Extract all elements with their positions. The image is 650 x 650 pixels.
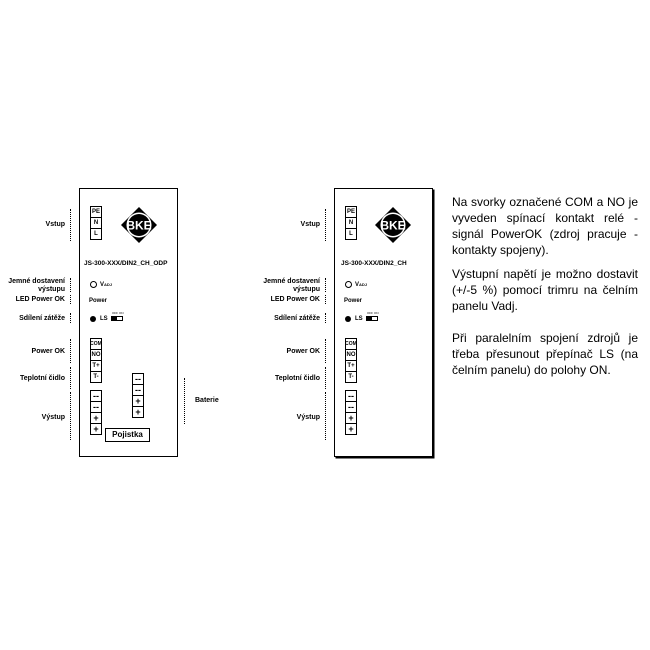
- left-signal-terminals: COM NO T+ T-: [90, 338, 102, 383]
- dotted-line: [325, 339, 326, 363]
- fuse-label: Pojistka: [105, 428, 150, 442]
- logo-text: BKE: [126, 219, 151, 233]
- dotted-line: [325, 209, 326, 241]
- label-baterie: Baterie: [195, 397, 219, 404]
- bke-logo-icon: BKE: [375, 207, 411, 243]
- switch-off-label: OFF: [112, 311, 118, 315]
- switch-off-label: OFF: [367, 311, 373, 315]
- description-vadj: Výstupní napětí je možno dostavit (+/-5 …: [452, 267, 638, 313]
- label-vystup: Výstup: [41, 414, 65, 421]
- model-name: JS-300-XXX/DIN2_CH: [341, 260, 407, 267]
- ls-label: LS: [100, 316, 108, 322]
- dotted-line: [325, 278, 326, 292]
- label-vstup: Vstup: [45, 221, 65, 228]
- terminal-output-plus: +: [90, 423, 102, 435]
- switch-on-label: ON: [119, 311, 124, 315]
- ls-label: LS: [355, 316, 363, 322]
- label-teplotni-cidlo: Teplotní čidlo: [275, 375, 320, 382]
- label-jemne-dostaveni: Jemné dostavení výstupu: [8, 278, 65, 293]
- dotted-line: [325, 367, 326, 389]
- label-power-ok: Power OK: [286, 348, 320, 355]
- power-label: Power: [344, 298, 363, 304]
- dotted-line: [325, 392, 326, 440]
- label-vystup: Výstup: [296, 414, 320, 421]
- right-signal-terminals: COM NO T+ T-: [345, 338, 357, 383]
- dotted-line: [70, 209, 71, 241]
- vadj-label: VADJ: [355, 282, 367, 288]
- label-sdileni-zateze: Sdílení zátěže: [19, 315, 65, 322]
- label-teplotni-cidlo: Teplotní čidlo: [20, 375, 65, 382]
- terminal-battery-plus: +: [132, 406, 144, 418]
- label-jemne-dostaveni: Jemné dostavení výstupu: [263, 278, 320, 293]
- label-vstup: Vstup: [300, 221, 320, 228]
- terminal-output-plus: +: [345, 423, 357, 435]
- ls-switch: [366, 316, 378, 321]
- description-com-no: Na svorky označené COM a NO je vyveden s…: [452, 195, 638, 257]
- vadj-trimmer-icon: [90, 281, 97, 288]
- model-name: JS-300-XXX/DIN2_CH_ODP: [84, 260, 168, 267]
- dotted-line: [70, 278, 71, 292]
- vadj-sub: ADJ: [104, 282, 113, 287]
- ls-led-icon: [90, 316, 96, 322]
- label-led-power-ok: LED Power OK: [15, 296, 65, 303]
- left-input-terminals: PE N L: [90, 206, 102, 240]
- dotted-line: [70, 295, 71, 304]
- dotted-line: [184, 378, 185, 424]
- dotted-line: [325, 295, 326, 304]
- right-input-terminals: PE N L: [345, 206, 357, 240]
- right-output-terminals: -- -- + +: [345, 390, 357, 435]
- vadj-label: VADJ: [100, 282, 112, 288]
- logo-text: BKE: [380, 219, 405, 233]
- dotted-line: [70, 339, 71, 363]
- label-power-ok: Power OK: [31, 348, 65, 355]
- ls-led-icon: [345, 316, 351, 322]
- terminal-t-minus: T-: [345, 371, 357, 383]
- bke-logo-icon: BKE: [121, 207, 157, 243]
- vadj-sub: ADJ: [359, 282, 368, 287]
- dotted-line: [70, 313, 71, 323]
- description-ls: Při paralelním spojení zdrojů je třeba p…: [452, 331, 638, 377]
- vadj-v: V: [355, 282, 360, 288]
- terminal-t-minus: T-: [90, 371, 102, 383]
- vadj-v: V: [100, 282, 105, 288]
- terminal-l: L: [345, 228, 357, 240]
- switch-on-label: ON: [374, 311, 379, 315]
- terminal-l: L: [90, 228, 102, 240]
- left-battery-terminals: -- -- + +: [132, 373, 144, 418]
- ls-switch: [111, 316, 123, 321]
- power-label: Power: [89, 298, 108, 304]
- dotted-line: [70, 392, 71, 440]
- label-sdileni-zateze: Sdílení zátěže: [274, 315, 320, 322]
- dotted-line: [70, 367, 71, 389]
- vadj-trimmer-icon: [345, 281, 352, 288]
- label-led-power-ok: LED Power OK: [270, 296, 320, 303]
- left-output-terminals: -- -- + +: [90, 390, 102, 435]
- dotted-line: [325, 313, 326, 323]
